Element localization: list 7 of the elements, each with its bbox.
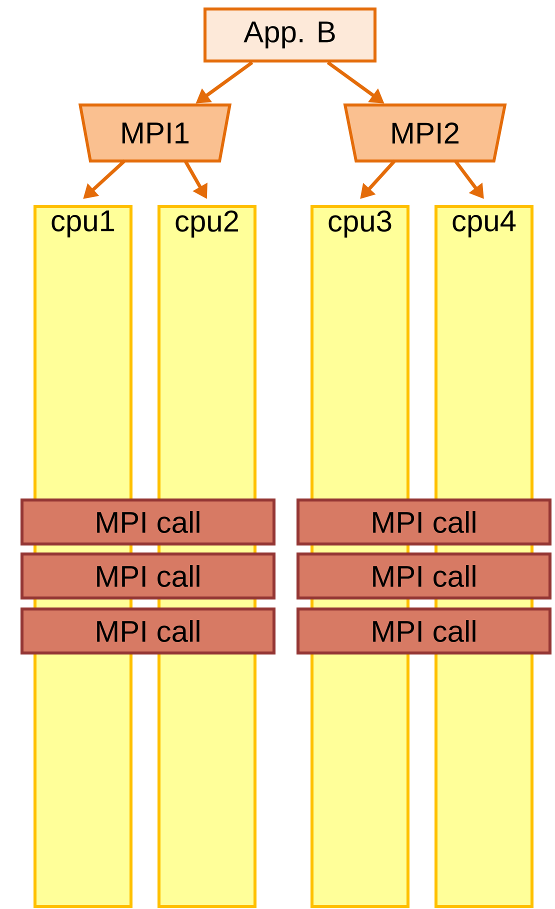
call-bar: MPI call: [296, 552, 552, 600]
call-bar: MPI call: [296, 608, 552, 654]
call-bar: MPI call: [20, 498, 276, 546]
app-box: App. B: [204, 8, 376, 62]
call-bar: MPI call: [20, 608, 276, 654]
call-bar: MPI call: [296, 498, 552, 546]
call-bar: MPI call: [20, 552, 276, 600]
